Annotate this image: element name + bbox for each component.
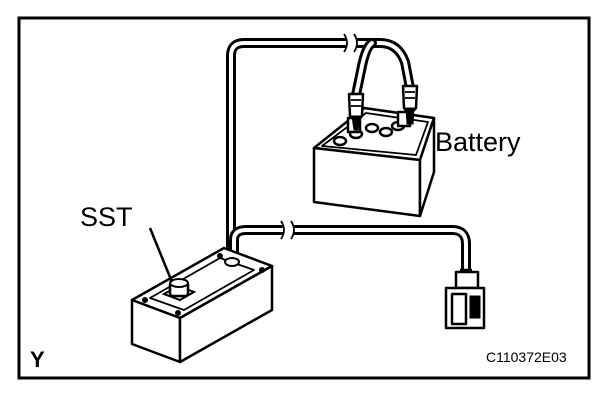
figure-code: C110372E03 bbox=[486, 349, 567, 365]
cable-break-mark bbox=[280, 220, 295, 240]
battery-clip-positive bbox=[401, 84, 419, 125]
corner-letter: Y bbox=[30, 347, 45, 372]
sst-leader-line bbox=[148, 227, 174, 283]
sst-cable-grommet bbox=[224, 257, 240, 267]
battery-illustration bbox=[312, 106, 436, 218]
battery-label: Battery bbox=[435, 127, 521, 157]
test-connector-plug bbox=[444, 268, 486, 330]
sst-tester-box bbox=[130, 246, 274, 364]
sst-label: SST bbox=[80, 202, 133, 232]
diagram-frame bbox=[17, 16, 591, 380]
battery-clip-negative bbox=[347, 92, 365, 131]
cable-break-mark bbox=[343, 33, 358, 53]
connector-cable bbox=[229, 220, 471, 277]
battery-cable bbox=[226, 33, 415, 267]
